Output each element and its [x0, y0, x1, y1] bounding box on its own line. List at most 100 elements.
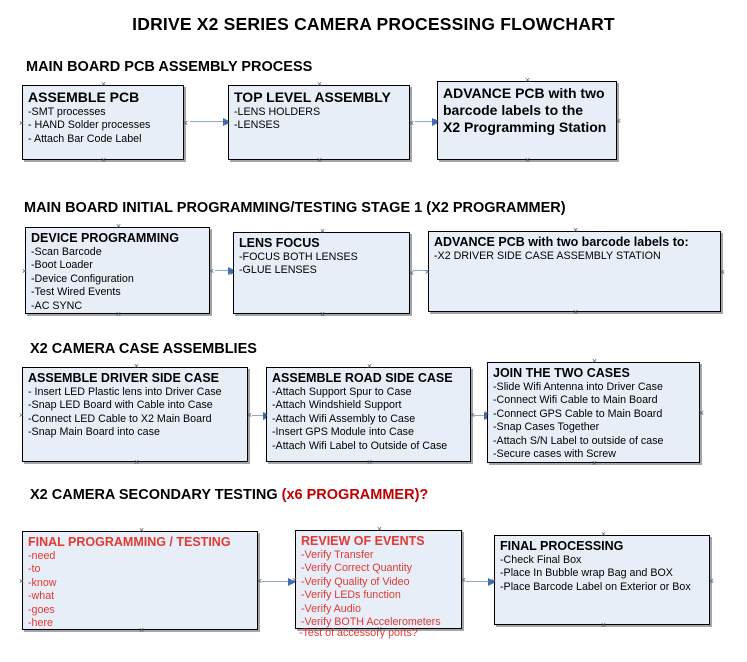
- box-header: DEVICE PROGRAMMING: [31, 231, 179, 245]
- box-header: ADVANCE PCB with two: [443, 85, 605, 101]
- section-heading-text: MAIN BOARD PCB ASSEMBLY PROCESS: [26, 59, 313, 75]
- handle-marker-top[interactable]: [590, 357, 599, 366]
- handle-marker-top[interactable]: [523, 76, 532, 85]
- handle-marker-top[interactable]: [365, 362, 374, 371]
- handle-marker-right[interactable]: [697, 409, 706, 418]
- handle-marker-left[interactable]: [228, 269, 237, 278]
- box-line: -SMT processes: [28, 106, 106, 118]
- handle-marker-left[interactable]: [290, 576, 299, 585]
- handle-marker-left[interactable]: [432, 117, 441, 126]
- handle-marker-left[interactable]: [489, 577, 498, 586]
- box-top-level-assembly[interactable]: TOP LEVEL ASSEMBLY -LENS HOLDERS -LENSES: [228, 85, 410, 160]
- box-review-of-events[interactable]: REVIEW OF EVENTS -Verify Transfer -Verif…: [295, 530, 462, 629]
- box-line: -need: [28, 550, 56, 562]
- box-lens-focus[interactable]: LENS FOCUS -FOCUS BOTH LENSES -GLUE LENS…: [233, 232, 410, 314]
- box-line: -LENS HOLDERS: [234, 106, 321, 118]
- handle-marker-left[interactable]: [261, 411, 270, 420]
- box-line: - Insert LED Plastic lens into Driver Ca…: [28, 386, 222, 398]
- box-line: -Snap LED Board with Cable into Case: [28, 399, 213, 412]
- box-line: -Boot Loader: [31, 259, 93, 272]
- handle-marker-left[interactable]: [20, 267, 29, 276]
- handle-marker-bottom[interactable]: [590, 459, 599, 468]
- box-line: -Verify Transfer: [301, 549, 374, 561]
- box-line: -Attach Wifi Assembly to Case: [272, 412, 416, 425]
- box-join-the-two-cases[interactable]: JOIN THE TWO CASES -Slide Wifi Antenna i…: [487, 362, 700, 463]
- box-header: TOP LEVEL ASSEMBLY: [234, 89, 391, 105]
- box-assemble-driver-side-case[interactable]: ASSEMBLE DRIVER SIDE CASE - Insert LED P…: [22, 367, 248, 462]
- handle-marker-bottom[interactable]: [132, 458, 141, 467]
- section-heading-initial-programming: MAIN BOARD INITIAL PROGRAMMING/TESTING S…: [24, 200, 566, 216]
- box-line: -Verify Quality of Video: [301, 575, 410, 588]
- handle-marker-bottom[interactable]: [523, 156, 532, 165]
- box-final-programming-testing[interactable]: FINAL PROGRAMMING / TESTING -need -to -k…: [22, 531, 258, 630]
- box-line: -Connect GPS Cable to Main Board: [493, 407, 663, 420]
- handle-marker-bottom[interactable]: [114, 310, 123, 319]
- box-line: -Attach S/N Label to outside of case: [493, 434, 664, 447]
- handle-marker-right[interactable]: [614, 117, 623, 126]
- handle-marker-bottom[interactable]: [599, 621, 608, 630]
- box-header: ASSEMBLE PCB: [28, 89, 140, 105]
- box-line-overflow: -Test of accessory ports?: [299, 627, 418, 639]
- handle-marker-right[interactable]: [207, 267, 216, 276]
- handle-marker-left[interactable]: [17, 119, 26, 128]
- box-header: ASSEMBLE ROAD SIDE CASE: [272, 371, 453, 385]
- box-line: -Connect LED Cable to X2 Main Board: [28, 412, 212, 425]
- handle-marker-bottom[interactable]: [99, 156, 108, 165]
- box-final-processing[interactable]: FINAL PROCESSING -Check Final Box -Place…: [494, 535, 710, 625]
- section-heading-text: X2 CAMERA CASE ASSEMBLIES: [30, 341, 257, 357]
- handle-marker-bottom[interactable]: [571, 308, 580, 317]
- handle-marker-bottom[interactable]: [315, 156, 324, 165]
- handle-marker-right[interactable]: [181, 119, 190, 128]
- box-line: -here: [28, 617, 53, 630]
- box-line: -FOCUS BOTH LENSES: [239, 251, 358, 263]
- box-line: - Attach Bar Code Label: [28, 132, 142, 145]
- box-device-programming[interactable]: DEVICE PROGRAMMING -Scan Barcode -Boot L…: [25, 227, 210, 314]
- handle-marker-right[interactable]: [707, 577, 716, 586]
- box-header: JOIN THE TWO CASES: [493, 366, 630, 380]
- handle-marker-top[interactable]: [571, 226, 580, 235]
- box-header: FINAL PROCESSING: [500, 539, 624, 553]
- box-line: -Verify Correct Quantity: [301, 562, 413, 575]
- box-header: ADVANCE PCB with two barcode labels to:: [434, 235, 689, 249]
- box-advance-pcb-driver-side[interactable]: ADVANCE PCB with two barcode labels to: …: [428, 231, 721, 312]
- box-line: -Snap Cases Together: [493, 421, 600, 434]
- handle-marker-right[interactable]: [718, 268, 727, 277]
- handle-marker-top[interactable]: [599, 530, 608, 539]
- handle-marker-top[interactable]: [132, 362, 141, 371]
- handle-marker-left[interactable]: [423, 268, 432, 277]
- box-header: LENS FOCUS: [239, 236, 320, 250]
- box-line: -Place Barcode Label on Exterior or Box: [500, 580, 691, 593]
- handle-marker-left[interactable]: [17, 577, 26, 586]
- box-line: -Test Wired Events: [31, 286, 121, 299]
- handle-marker-bottom[interactable]: [318, 310, 327, 319]
- handle-marker-left[interactable]: [482, 409, 491, 418]
- box-line: -GLUE LENSES: [239, 264, 317, 277]
- handle-marker-top[interactable]: [137, 526, 146, 535]
- handle-marker-top[interactable]: [375, 525, 384, 534]
- box-assemble-road-side-case[interactable]: ASSEMBLE ROAD SIDE CASE -Attach Support …: [266, 367, 471, 462]
- box-line: -Secure cases with Screw: [493, 448, 616, 461]
- handle-marker-left[interactable]: [17, 411, 26, 420]
- handle-marker-top[interactable]: [318, 227, 327, 236]
- handle-marker-bottom[interactable]: [137, 626, 146, 635]
- box-line: X2 Programming Station: [443, 119, 607, 135]
- box-line: -AC SYNC: [31, 299, 83, 312]
- handle-marker-bottom[interactable]: [365, 458, 374, 467]
- box-line: -Attach Wifi Label to Outside of Case: [272, 439, 448, 452]
- handle-marker-top[interactable]: [315, 80, 324, 89]
- page-title: IDRIVE X2 SERIES CAMERA PROCESSING FLOWC…: [132, 14, 615, 34]
- box-assemble-pcb[interactable]: ASSEMBLE PCB -SMT processes - HAND Solde…: [22, 85, 184, 160]
- section-heading-text: X2 CAMERA SECONDARY TESTING: [30, 487, 282, 503]
- box-advance-pcb-x2-programming[interactable]: ADVANCE PCB with two barcode labels to t…: [437, 81, 617, 160]
- box-line: -Slide Wifi Antenna into Driver Case: [493, 381, 663, 393]
- handle-marker-left[interactable]: [223, 119, 232, 128]
- box-line: -X2 DRIVER SIDE CASE ASSEMBLY STATION: [434, 250, 661, 262]
- box-line: -goes: [28, 603, 55, 616]
- section-heading-red-text: (x6 PROGRAMMER)?: [281, 487, 429, 503]
- box-line: -Verify BOTH Accelerometers: [301, 616, 441, 629]
- section-heading-case-assemblies: X2 CAMERA CASE ASSEMBLIES: [30, 341, 257, 357]
- handle-marker-top[interactable]: [114, 222, 123, 231]
- handle-marker-top[interactable]: [99, 80, 108, 89]
- box-line: -Check Final Box: [500, 554, 582, 566]
